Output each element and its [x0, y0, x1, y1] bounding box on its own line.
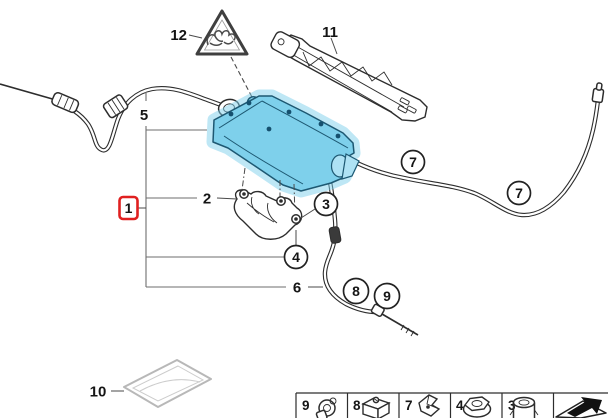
legend-cell-9[interactable]: 9	[302, 397, 337, 418]
cable-adjuster-barrel	[102, 94, 129, 119]
legend-cell-7[interactable]: 7	[405, 394, 441, 417]
red-highlight-box[interactable]	[118, 195, 139, 221]
reference-lines	[111, 34, 338, 392]
mounting-bracket	[233, 189, 303, 240]
cable-end-fitting	[591, 82, 605, 104]
legend-cell-4[interactable]: 4	[456, 396, 492, 418]
svg-text:3[interactable]: 3	[508, 398, 516, 413]
callout-9-circle[interactable]: 9	[373, 282, 401, 310]
holder-bracket	[270, 31, 428, 122]
bracket-foot	[397, 97, 417, 114]
right-rear-cable	[356, 82, 605, 218]
callout-11[interactable]: 11	[322, 24, 338, 41]
cable-squiggle-glyph	[206, 30, 236, 46]
svg-text:9[interactable]: 9	[302, 398, 310, 413]
callout-6[interactable]: 6	[293, 280, 301, 297]
callout-10[interactable]: 10	[90, 384, 107, 401]
callout-1-box[interactable]: 1	[118, 195, 139, 221]
front-cable	[0, 83, 241, 153]
callout-5[interactable]: 5	[140, 107, 148, 124]
spring-clip-icon	[418, 394, 441, 417]
legend-strip: 9 8 7 4	[295, 392, 608, 418]
cable-ferrule	[51, 91, 80, 114]
legend-cell-8[interactable]: 8	[353, 396, 391, 418]
cable-stop-ferrule	[328, 226, 342, 244]
svg-text:7[interactable]: 7	[409, 154, 417, 170]
bracket-clevis	[270, 31, 301, 58]
svg-text:8[interactable]: 8	[353, 398, 361, 413]
threaded-rod	[381, 313, 419, 336]
clamp-icon	[361, 396, 391, 418]
callouts: 12 11 5 2 6 1 3 4 7 7 8 9	[90, 24, 532, 401]
callout-3-circle[interactable]: 3	[313, 191, 339, 217]
grommet-icon	[315, 397, 337, 418]
actuator-highlighted	[206, 89, 361, 217]
callout-7-circle-a[interactable]: 7	[400, 149, 426, 175]
svg-text:3[interactable]: 3	[322, 196, 330, 212]
callout-12[interactable]: 12	[170, 27, 187, 44]
actuator-body	[212, 95, 355, 192]
callout-7-circle-b[interactable]: 7	[506, 180, 532, 206]
front-cable-rod	[0, 83, 57, 101]
grease-packet	[123, 359, 212, 408]
callout-1[interactable]: 1	[125, 200, 133, 216]
svg-text:9[interactable]: 9	[383, 288, 391, 304]
actuator-cone-cap	[341, 153, 360, 180]
svg-text:7[interactable]: 7	[515, 185, 523, 201]
svg-text:8[interactable]: 8	[352, 283, 360, 299]
bracket-mount-bolts	[239, 189, 301, 224]
warning-triangle	[195, 9, 254, 100]
legend-cell-3[interactable]: 3	[508, 396, 539, 418]
callout-8-circle[interactable]: 8	[342, 277, 370, 305]
legend-cell-continue[interactable]	[555, 397, 607, 418]
callout-2[interactable]: 2	[203, 191, 211, 208]
continue-arrow-icon	[555, 397, 607, 418]
flange-nut-icon	[462, 396, 492, 418]
bushing-icon	[509, 396, 539, 418]
svg-text:4[interactable]: 4	[292, 249, 300, 265]
actuator-screws	[228, 100, 341, 139]
svg-text:7[interactable]: 7	[405, 398, 413, 413]
callout-4-circle[interactable]: 4	[283, 244, 309, 270]
svg-text:4[interactable]: 4	[456, 398, 464, 413]
